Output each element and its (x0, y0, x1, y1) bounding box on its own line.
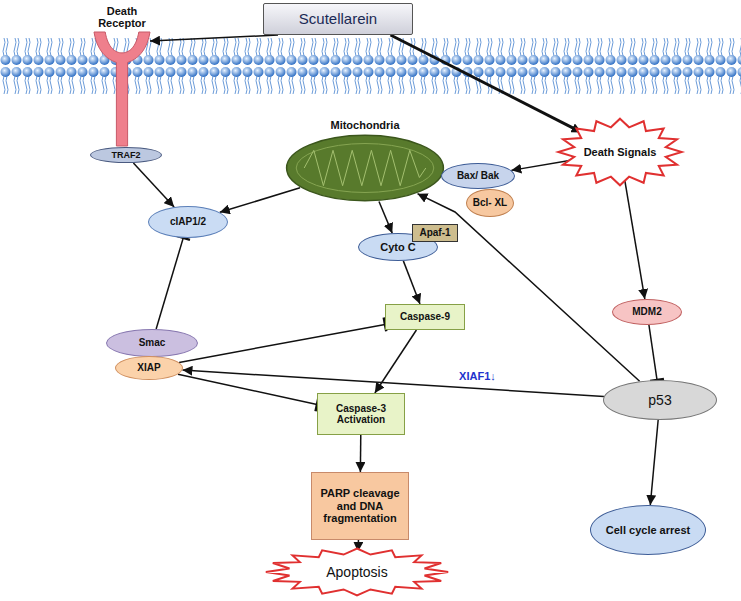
activation-arrow (220, 188, 300, 212)
process-box: PARP cleavage and DNA fragmentation (311, 472, 409, 540)
node-label: Cell cycle arrest (606, 524, 690, 537)
activation-arrow (133, 163, 174, 207)
node-label: Death Signals (584, 146, 657, 159)
protein-box: Apaf-1 (412, 224, 458, 242)
outcome-oval: Cell cycle arrest (590, 505, 706, 555)
node-heading: Death Receptor (91, 5, 153, 32)
activation-arrow (150, 35, 278, 41)
signal-burst: Death Signals (557, 118, 683, 186)
protein-oval: XIAP (115, 356, 183, 380)
protein-oval: Bax/ Bak (441, 163, 515, 189)
node-label: cIAP1/2 (170, 216, 206, 228)
activation-arrow (650, 420, 658, 505)
inhibition-connector (178, 374, 317, 404)
node-label: XIAP (137, 362, 160, 374)
activation-arrow (379, 201, 392, 233)
node-label: p53 (648, 392, 671, 408)
protein-oval: Bcl- XL (466, 189, 514, 217)
protein-oval: MDM2 (612, 299, 682, 325)
outcome-burst: Apoptosis (264, 548, 450, 596)
inhibition-connector (649, 325, 657, 380)
activation-arrow (403, 261, 420, 304)
node-label: TRAF2 (111, 150, 140, 160)
node-label: PARP cleavage and DNA fragmentation (316, 487, 404, 525)
node-label: Scutellarein (299, 10, 377, 27)
death-receptor-outline (94, 32, 150, 146)
activation-arrow (625, 180, 645, 299)
node-label: Bax/ Bak (457, 170, 499, 182)
protein-oval: cIAP1/2 (148, 206, 228, 238)
caspase-box: Caspase-9 (385, 304, 465, 330)
activation-arrow (417, 194, 639, 382)
node-label: Caspase-9 (400, 311, 450, 323)
node-label: Caspase-3 Activation (322, 403, 400, 426)
activation-arrow (391, 35, 582, 132)
activation-arrow (360, 435, 362, 472)
death-receptor: Death Receptor (94, 32, 150, 146)
node-label: Bcl- XL (473, 197, 507, 209)
protein-oval: p53 (603, 380, 717, 420)
caspase-box: Caspase-3 Activation (317, 393, 405, 435)
protein-oval: Smac (106, 329, 198, 357)
node-label: Cyto C (380, 241, 415, 254)
adaptor-oval: TRAF2 (90, 147, 163, 163)
inhibition-connector (156, 238, 183, 329)
compound-box: Scutellarein (263, 3, 413, 35)
node-label: Apaf-1 (419, 227, 450, 239)
node-label: Smac (139, 337, 166, 349)
mitochondrion: Mitochondria (285, 134, 445, 202)
node-label: Apoptosis (326, 564, 387, 580)
inhibition-connector (179, 324, 385, 362)
node-label: MDM2 (632, 306, 661, 318)
node-heading: Mitochondria (330, 119, 399, 134)
edge-label: XIAF1↓ (457, 370, 498, 383)
mitochondrion-outline (285, 134, 445, 202)
